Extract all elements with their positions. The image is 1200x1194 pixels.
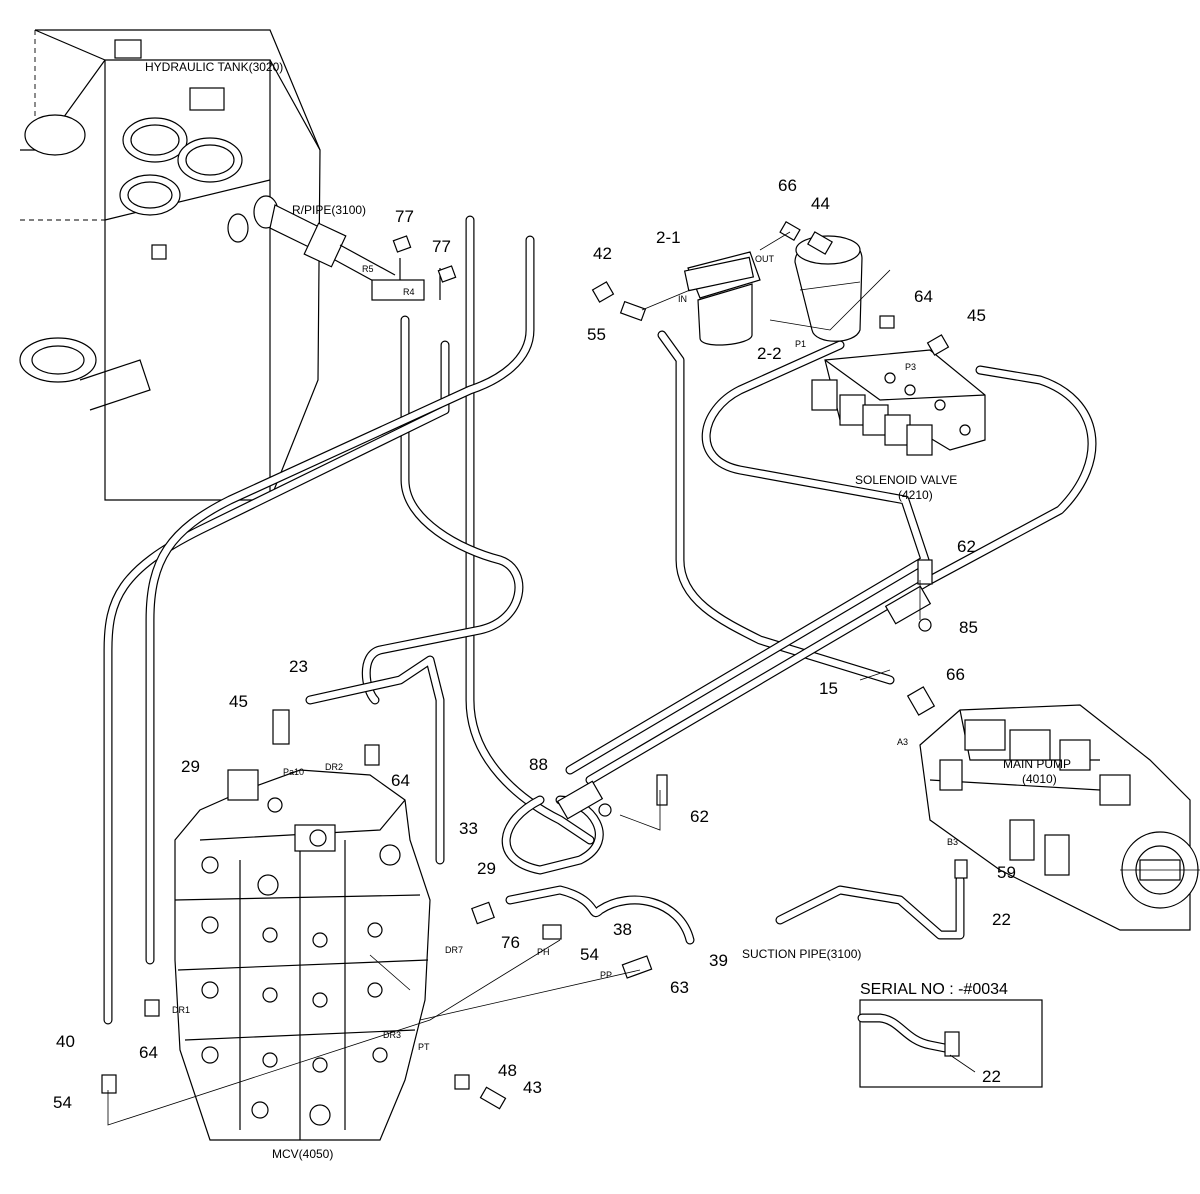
callout-33: 33 xyxy=(459,819,478,838)
port-in: IN xyxy=(678,294,687,304)
callout-85: 85 xyxy=(959,618,978,637)
solenoid-valve-number: (4210) xyxy=(898,488,933,502)
clamps xyxy=(556,585,932,820)
hose-network xyxy=(103,215,1097,1025)
port-dr7: DR7 xyxy=(445,945,463,955)
port-pa10: Pa10 xyxy=(283,767,304,777)
port-dr1: DR1 xyxy=(172,1005,190,1015)
port-dr3: DR3 xyxy=(383,1030,401,1040)
port-pp: PP xyxy=(600,970,612,980)
inset-serial-title: SERIAL NO : -#0034 xyxy=(860,981,1008,998)
solenoid-valve-block xyxy=(811,349,986,456)
suction-pipe-label: SUCTION PIPE(3100) xyxy=(742,947,861,961)
port-dr2: DR2 xyxy=(325,762,343,772)
callout-40: 40 xyxy=(56,1032,75,1051)
callout-29-a: 29 xyxy=(181,757,200,776)
hydraulic-tank-label: HYDRAULIC TANK(3020) xyxy=(145,60,283,74)
callout-55: 55 xyxy=(587,325,606,344)
callout-62-b: 62 xyxy=(690,807,709,826)
callout-77-a: 77 xyxy=(395,207,414,226)
callout-42: 42 xyxy=(593,244,612,263)
return-filter xyxy=(683,251,761,346)
callout-2-1: 2-1 xyxy=(656,228,681,247)
port-p3: P3 xyxy=(905,362,916,372)
callout-45-a: 45 xyxy=(967,306,986,325)
callout-44: 44 xyxy=(811,194,830,213)
callout-76: 76 xyxy=(501,933,520,952)
callout-15: 15 xyxy=(819,679,838,698)
port-out: OUT xyxy=(755,254,775,264)
callout-45-b: 45 xyxy=(229,692,248,711)
port-r4: R4 xyxy=(403,287,415,297)
port-r5: R5 xyxy=(362,264,374,274)
callout-66-b: 66 xyxy=(946,665,965,684)
serial-inset xyxy=(857,999,1043,1088)
callout-29-b: 29 xyxy=(477,859,496,878)
port-ph: PH xyxy=(537,947,550,957)
mcv xyxy=(174,769,431,1141)
port-pt: PT xyxy=(418,1042,430,1052)
callout-66-a: 66 xyxy=(778,176,797,195)
callout-64-c: 64 xyxy=(139,1043,158,1062)
callout-43: 43 xyxy=(523,1078,542,1097)
solenoid-valve-label: SOLENOID VALVE xyxy=(855,473,957,487)
callout-64-a: 64 xyxy=(914,287,933,306)
accumulator xyxy=(769,235,891,342)
callout-77-b: 77 xyxy=(432,237,451,256)
main-pump xyxy=(919,704,1200,931)
leader-lines xyxy=(107,231,921,1126)
mcv-label: MCV(4050) xyxy=(272,1147,333,1161)
port-a3: A3 xyxy=(897,737,908,747)
callout-48: 48 xyxy=(498,1061,517,1080)
callout-23: 23 xyxy=(289,657,308,676)
port-b3: B3 xyxy=(947,837,958,847)
callout-59: 59 xyxy=(997,863,1016,882)
callout-54-b: 54 xyxy=(53,1093,72,1112)
hydraulic-tank xyxy=(19,29,321,501)
fittings xyxy=(101,220,968,1110)
return-pipe xyxy=(269,204,441,301)
callout-62-a: 62 xyxy=(957,537,976,556)
main-pump-label: MAIN PUMP xyxy=(1003,757,1071,771)
return-pipe-label: R/PIPE(3100) xyxy=(292,203,366,217)
inset-callout-22: 22 xyxy=(982,1067,1001,1086)
port-p1: P1 xyxy=(795,339,806,349)
callout-54-a: 54 xyxy=(580,945,599,964)
callout-2-2: 2-2 xyxy=(757,344,782,363)
callout-64-b: 64 xyxy=(391,771,410,790)
callout-22-a: 22 xyxy=(992,910,1011,929)
callout-88: 88 xyxy=(529,755,548,774)
callout-63: 63 xyxy=(670,978,689,997)
callout-39: 39 xyxy=(709,951,728,970)
callout-38: 38 xyxy=(613,920,632,939)
main-pump-number: (4010) xyxy=(1022,772,1057,786)
